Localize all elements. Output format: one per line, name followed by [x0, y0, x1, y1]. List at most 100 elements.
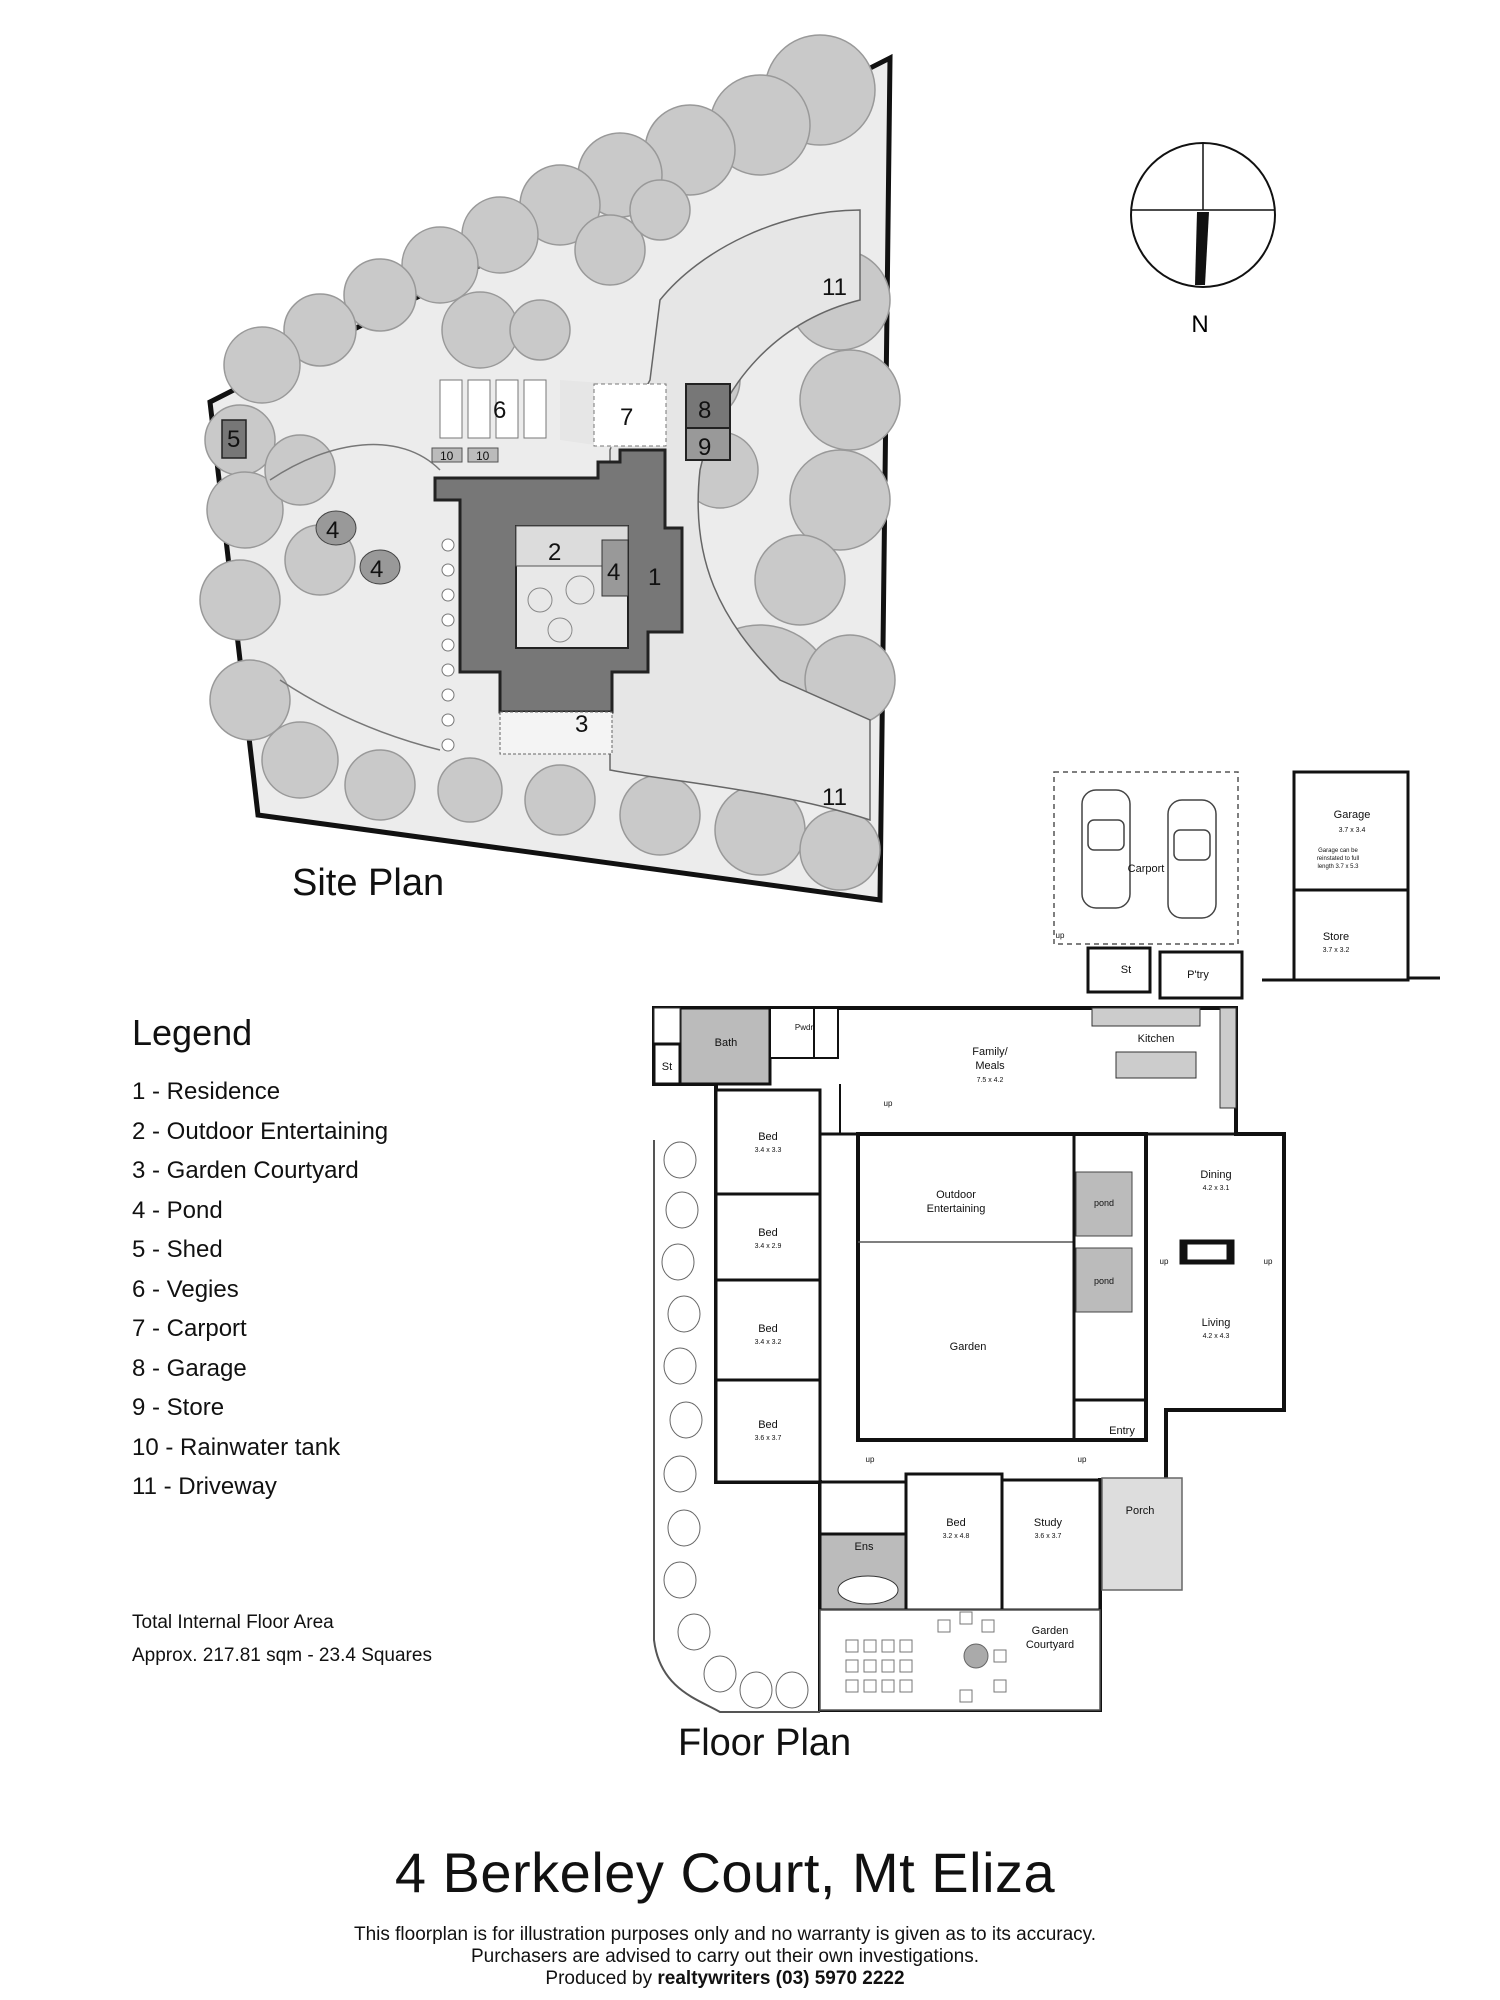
fp-garage — [1292, 770, 1410, 892]
legend-item: 3 - Garden Courtyard — [132, 1157, 359, 1184]
fp-label-outdoor2: Entertaining — [927, 1203, 986, 1215]
produced-prefix: Produced by — [545, 1968, 658, 1989]
fp-label-garage-note2: reinstated to full — [1317, 856, 1359, 862]
fp-label-garage-dim: 3.7 x 3.4 — [1339, 827, 1366, 834]
fp-label-garden: Garden — [950, 1341, 987, 1353]
fp-label-bed5-dim: 3.2 x 4.8 — [943, 1533, 970, 1540]
fp-label-meals: Meals — [975, 1060, 1005, 1072]
legend-item: 8 - Garage — [132, 1354, 247, 1382]
site-pond-b — [359, 549, 401, 585]
property-address: 4 Berkeley Court, Mt Eliza — [394, 1841, 1056, 1904]
floor-plan: Garage 3.7 x 3.4 Garage can be reinstate… — [652, 770, 1440, 1713]
site-label-10-b: 10 — [476, 449, 490, 463]
vegie-beds — [439, 379, 547, 439]
fp-label-bed3-dim: 3.4 x 3.2 — [755, 1339, 782, 1346]
site-label-1: 1 — [648, 564, 661, 591]
north-compass: N — [1130, 142, 1276, 338]
legend-item: 10 - Rainwater tank — [132, 1433, 341, 1461]
site-pond-a — [315, 510, 357, 546]
site-label-8: 8 — [698, 397, 711, 424]
fp-label-st-upper: St — [1121, 964, 1131, 976]
fp-label-outdoor1: Outdoor — [936, 1189, 976, 1201]
fp-label-dining: Dining — [1200, 1169, 1231, 1181]
legend-item: 7 - Carport — [132, 1315, 247, 1342]
site-label-6: 6 — [493, 397, 506, 424]
site-label-9: 9 — [698, 434, 711, 461]
fp-label-up-3: up — [1160, 1257, 1169, 1266]
fp-st-lower — [652, 1042, 682, 1086]
fp-label-living: Living — [1202, 1317, 1231, 1329]
legend: Legend 1 - Residence 2 - Outdoor Enterta… — [132, 1012, 388, 1507]
site-label-4-a: 4 — [326, 517, 339, 544]
floor-area-line1: Total Internal Floor Area — [132, 1612, 334, 1633]
fp-label-store-dim: 3.7 x 3.2 — [1323, 947, 1350, 954]
site-label-3: 3 — [575, 711, 588, 738]
fp-label-garden-court2: Courtyard — [1026, 1639, 1074, 1651]
floor-plan-title: Floor Plan — [678, 1722, 852, 1764]
site-label-11-bottom: 11 — [822, 784, 847, 811]
legend-item: 11 - Driveway — [132, 1473, 277, 1500]
fp-porch — [1101, 1477, 1183, 1591]
fp-label-bed2-dim: 3.4 x 2.9 — [755, 1243, 782, 1250]
fp-pond-upper — [1075, 1171, 1133, 1237]
fp-label-pond-lower: pond — [1094, 1276, 1114, 1286]
site-garden-courtyard — [499, 711, 613, 755]
fp-label-family-dim: 7.5 x 4.2 — [977, 1077, 1004, 1084]
fp-label-bed3: Bed — [758, 1323, 778, 1335]
fp-label-garage-note1: Garage can be — [1318, 848, 1358, 854]
fp-label-up-4: up — [1264, 1257, 1273, 1266]
site-label-4-inner: 4 — [607, 559, 620, 586]
fp-label-bed1-dim: 3.4 x 3.3 — [755, 1147, 782, 1154]
fp-label-bed2: Bed — [758, 1227, 778, 1239]
fp-wir — [818, 1480, 908, 1536]
fp-pantry — [1158, 950, 1244, 1000]
fp-label-up-6: up — [1056, 931, 1065, 940]
site-plan-title: Site Plan — [292, 862, 445, 904]
produced-by: Produced by realtywriters (03) 5970 2222 — [0, 1968, 1450, 1990]
fp-label-family: Family/ — [972, 1046, 1008, 1058]
fp-store — [1292, 888, 1410, 982]
legend-item: 9 - Store — [132, 1394, 225, 1421]
fp-st-upper — [1086, 946, 1152, 994]
fp-label-carport: Carport — [1128, 863, 1165, 875]
site-label-10-a: 10 — [440, 449, 454, 463]
compass-label: N — [1191, 311, 1208, 338]
fp-study — [1000, 1478, 1102, 1612]
fp-label-living-dim: 4.2 x 4.3 — [1203, 1333, 1230, 1340]
fp-label-up-1: up — [884, 1099, 893, 1108]
fp-label-porch: Porch — [1126, 1505, 1155, 1517]
site-inner-pond — [601, 539, 629, 597]
fp-label-store: Store — [1323, 931, 1349, 943]
legend-item: 4 - Pond — [132, 1196, 223, 1224]
fp-bed5 — [904, 1472, 1004, 1612]
fp-label-pwdr: Pwdr — [795, 1023, 814, 1032]
floor-area: Total Internal Floor Area Approx. 217.81… — [132, 1606, 432, 1672]
site-shed — [221, 419, 247, 459]
fp-bed2 — [714, 1192, 822, 1282]
site-carport — [593, 383, 667, 447]
legend-item: 1 - Residence — [132, 1078, 281, 1105]
fp-pond-lower — [1075, 1247, 1133, 1313]
fp-label-ensuite: Ens — [855, 1541, 874, 1553]
site-label-11-top: 11 — [822, 274, 847, 301]
site-label-7: 7 — [620, 404, 633, 431]
site-label-2: 2 — [548, 539, 561, 566]
site-plan: 1 2 3 4 4 4 5 6 7 8 9 11 11 10 10 — [199, 34, 901, 903]
fp-label-pantry: P'try — [1187, 969, 1209, 981]
fp-label-up-5: up — [1078, 1455, 1087, 1464]
fp-label-study: Study — [1034, 1517, 1063, 1529]
fp-label-garage: Garage — [1334, 809, 1371, 821]
fp-label-dining-dim: 4.2 x 3.1 — [1203, 1185, 1230, 1192]
fp-label-kitchen: Kitchen — [1138, 1033, 1175, 1045]
legend-item: 5 - Shed — [132, 1236, 223, 1263]
fp-label-pond-upper: pond — [1094, 1198, 1114, 1208]
site-label-4-b: 4 — [370, 556, 383, 583]
fp-label-bed4: Bed — [758, 1419, 778, 1431]
fp-label-entry: Entry — [1109, 1425, 1135, 1437]
floor-area-line2: Approx. 217.81 sqm - 23.4 Squares — [132, 1645, 432, 1666]
fp-label-bed1: Bed — [758, 1131, 778, 1143]
fp-label-garage-note3: length 3.7 x 5.3 — [1317, 864, 1359, 870]
fp-label-up-2: up — [866, 1455, 875, 1464]
disclaimer-line1: This floorplan is for illustration purpo… — [353, 1924, 1097, 1945]
legend-item: 2 - Outdoor Entertaining — [132, 1117, 389, 1145]
